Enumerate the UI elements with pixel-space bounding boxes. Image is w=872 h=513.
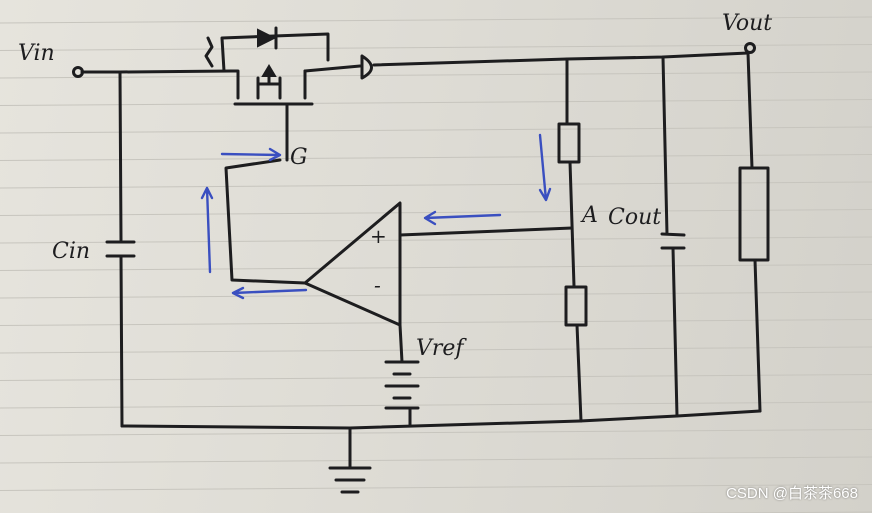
input-rail — [80, 69, 234, 74]
cout-wire — [660, 55, 686, 418]
plus-input-label: + — [370, 224, 387, 248]
load-bottom-wire — [753, 258, 762, 413]
current-flow-arrows — [200, 133, 552, 300]
ruled-line — [0, 484, 872, 491]
cin-label: Cin — [52, 239, 90, 264]
vref-wire — [398, 323, 404, 364]
ruled-line — [0, 16, 872, 24]
ground-symbol — [328, 426, 372, 494]
amp-output-wire — [224, 158, 307, 285]
vref-battery — [384, 360, 420, 428]
cout-label: Cout — [608, 205, 661, 230]
vref-label: Vref — [416, 336, 467, 361]
error-amplifier — [303, 201, 402, 327]
gate-label: G — [290, 145, 308, 170]
ruled-line — [0, 291, 872, 299]
divider-r1 — [557, 122, 581, 164]
vout-label: Vout — [722, 11, 772, 36]
pmos-pass-transistor — [204, 26, 373, 162]
divider-bottom-wire — [575, 323, 583, 423]
ruled-line — [0, 401, 872, 409]
watermark: CSDN @白茶茶668 — [726, 485, 858, 502]
output-rail — [372, 51, 750, 67]
vin-label: Vin — [18, 41, 55, 66]
ruled-line — [0, 319, 872, 326]
ruled-line — [0, 154, 872, 161]
divider-mid-wire — [568, 160, 576, 288]
plus-input-wire — [398, 226, 574, 237]
ruled-line — [0, 126, 872, 134]
load-top-wire — [746, 51, 754, 170]
ruled-line — [0, 429, 872, 436]
ruled-line — [0, 99, 872, 106]
ruled-line — [0, 181, 872, 189]
ruled-line — [0, 456, 872, 464]
ruled-line — [0, 71, 872, 79]
node-a-label: A — [580, 203, 598, 228]
vout-terminal — [744, 42, 756, 54]
ground-rail — [120, 409, 762, 430]
ruled-line — [0, 346, 872, 354]
load-resistor — [738, 166, 770, 262]
minus-input-label: - — [374, 273, 381, 297]
ruled-line — [0, 374, 872, 381]
ruled-line — [0, 44, 872, 51]
cin-top-wire — [118, 70, 123, 242]
ruled-line — [0, 236, 872, 244]
divider-r2 — [564, 285, 588, 327]
ruled-line — [0, 264, 872, 271]
cin-capacitor — [105, 240, 136, 428]
